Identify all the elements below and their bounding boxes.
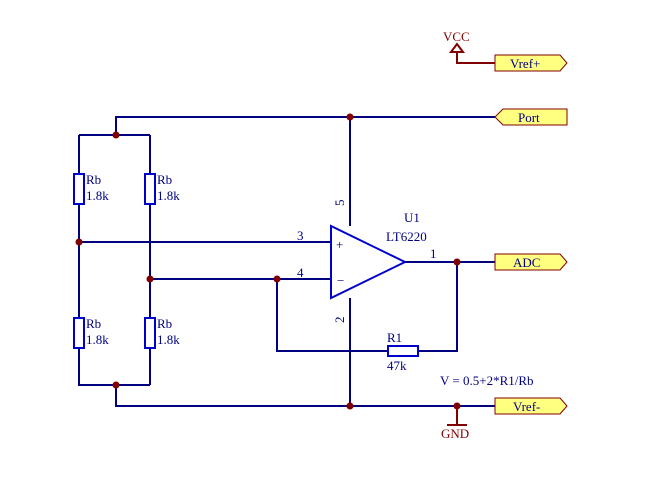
vcc-symbol: VCC	[443, 29, 470, 53]
rb-top-left-ref: Rb	[86, 172, 101, 187]
rb-bottom-right-value: 1.8k	[157, 332, 180, 347]
vcc-wire	[456, 52, 495, 64]
pin-3-label: 3	[297, 228, 304, 243]
opamp-u1: + − U1 LT6220 3 4 1 5 2	[297, 200, 437, 324]
rb-bottom-left-ref: Rb	[86, 316, 101, 331]
opamp-plus-sign: +	[336, 237, 343, 252]
pin-5-label: 5	[332, 200, 347, 207]
port-adc-label: ADC	[513, 255, 540, 270]
junction-left-mid	[75, 238, 83, 246]
feedback-wire	[276, 262, 458, 352]
pin-1-label: 1	[430, 246, 437, 261]
rb-bottom-left-value: 1.8k	[86, 332, 109, 347]
gnd-label: GND	[441, 426, 469, 441]
rb-top-right-value: 1.8k	[157, 188, 180, 203]
junction-vpos	[346, 113, 354, 121]
port-vref-minus-label: Vref-	[513, 399, 540, 414]
vcc-label: VCC	[443, 29, 470, 44]
rb-top-left-value: 1.8k	[86, 188, 109, 203]
rb-bottom-right-ref: Rb	[157, 316, 172, 331]
pin-4-label: 4	[297, 265, 304, 280]
resistor-rb-bottom-left: Rb 1.8k	[73, 316, 109, 349]
resistor-rb-top-left: Rb 1.8k	[73, 172, 109, 205]
resistor-rb-bottom-right: Rb 1.8k	[144, 316, 180, 349]
port-port-label: Port	[518, 110, 540, 125]
resistor-r1: R1 47k	[387, 330, 419, 373]
left-bridge-wire	[78, 135, 150, 386]
junction-output	[453, 258, 461, 266]
resistor-rb-top-right: Rb 1.8k	[144, 172, 180, 205]
r1-value: 47k	[387, 358, 407, 373]
r1-ref: R1	[387, 330, 402, 345]
top-rail-wire	[79, 116, 495, 136]
gain-formula: V = 0.5+2*R1/Rb	[440, 373, 534, 388]
rb-top-right-ref: Rb	[157, 172, 172, 187]
opamp-ref: U1	[404, 210, 420, 225]
junction-top-bridge	[112, 131, 120, 139]
junction-vneg	[346, 402, 354, 410]
junction-feedback	[273, 275, 281, 283]
junction-right-mid	[146, 275, 154, 283]
opamp-part: LT6220	[386, 229, 427, 244]
junction-gnd	[453, 402, 461, 410]
port-vref-plus-label: Vref+	[510, 56, 540, 71]
gnd-symbol: GND	[441, 424, 469, 441]
opamp-minus-sign: −	[337, 273, 344, 288]
bottom-rail-wire	[115, 385, 495, 407]
junction-bottom-bridge	[112, 381, 120, 389]
port-port: Port	[494, 108, 568, 126]
port-vref-plus: Vref+	[494, 54, 568, 72]
pin-2-label: 2	[332, 317, 347, 324]
port-vref-minus: Vref-	[494, 397, 568, 415]
port-adc: ADC	[494, 253, 568, 271]
